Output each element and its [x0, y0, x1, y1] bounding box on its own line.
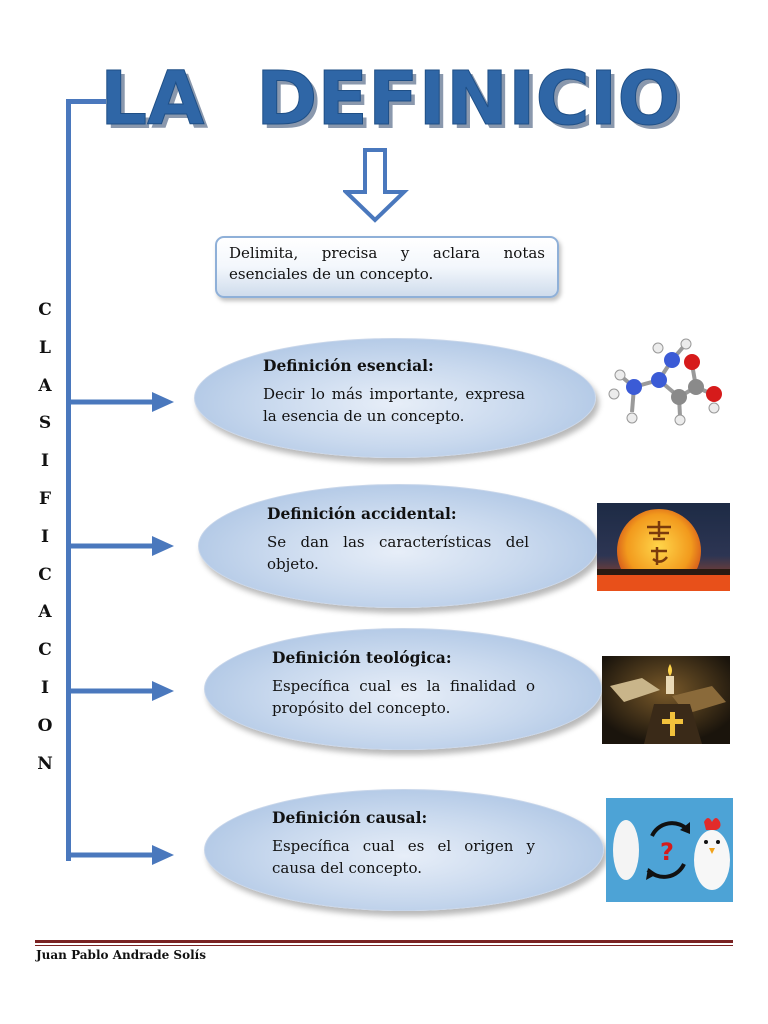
- author-name: Juan Pablo Andrade Solís: [36, 948, 206, 962]
- type-ellipse-accidental: [198, 484, 598, 608]
- connector-top: [66, 99, 106, 104]
- type-title: Definición accidental:: [267, 504, 457, 523]
- type-body: Decir lo más importante, expresa la esen…: [263, 385, 525, 425]
- side-label-letter: C: [38, 640, 52, 661]
- definition-box: Delimita, precisa y aclara notas esencia…: [215, 236, 559, 298]
- side-label-letter: A: [38, 602, 52, 623]
- type-text-esencial: Definición esencial: Decir lo más import…: [263, 355, 525, 427]
- arrow-right-icon: [68, 845, 174, 865]
- side-label-clasificacion: C L A S I F I C A C I O N: [30, 300, 60, 791]
- type-text-causal: Definición causal: Específica cual es el…: [272, 807, 535, 879]
- type-title: Definición causal:: [272, 808, 428, 827]
- candle-cross-image: [602, 656, 730, 744]
- type-body: Se dan las características del objeto.: [267, 533, 529, 573]
- side-label-letter: L: [39, 337, 51, 358]
- title-text: LA DEFINICION: [100, 56, 680, 142]
- down-arrow-icon: [343, 148, 409, 223]
- type-ellipse-esencial: [194, 338, 596, 458]
- type-text-accidental: Definición accidental: Se dan las caract…: [267, 503, 529, 575]
- side-label-letter: F: [38, 488, 52, 509]
- type-ellipse-teologica: [204, 628, 602, 750]
- footer-rule-thin: [35, 945, 733, 946]
- footer-rule: [35, 940, 733, 943]
- type-ellipse-causal: [204, 789, 604, 911]
- sunset-image: [597, 503, 730, 591]
- type-title: Definición teológica:: [272, 648, 452, 667]
- side-label-letter: C: [38, 564, 52, 585]
- side-label-letter: I: [41, 677, 49, 698]
- arrow-right-icon: [68, 536, 174, 556]
- side-label-letter: I: [41, 526, 49, 547]
- type-body: Específica cual es el origen y causa del…: [272, 837, 535, 877]
- egg-chicken-image: ?: [606, 798, 733, 902]
- title-shadow: LA DEFINICION: [104, 60, 680, 145]
- side-label-letter: A: [38, 375, 52, 396]
- svg-text:?: ?: [660, 838, 674, 866]
- side-label-letter: S: [38, 413, 52, 434]
- page-title: LA DEFINICION LA DEFINICION: [100, 56, 680, 146]
- side-label-letter: N: [37, 753, 53, 774]
- side-label-letter: O: [37, 715, 53, 736]
- type-body: Específica cual es la finalidad o propós…: [272, 677, 535, 717]
- molecule-image: [608, 338, 722, 426]
- arrow-right-icon: [68, 681, 174, 701]
- side-label-letter: C: [38, 300, 52, 320]
- connector-vertical: [66, 99, 71, 861]
- type-text-teologica: Definición teológica: Específica cual es…: [272, 647, 535, 719]
- side-label-letter: I: [41, 451, 49, 472]
- arrow-right-icon: [68, 392, 174, 412]
- type-title: Definición esencial:: [263, 356, 434, 375]
